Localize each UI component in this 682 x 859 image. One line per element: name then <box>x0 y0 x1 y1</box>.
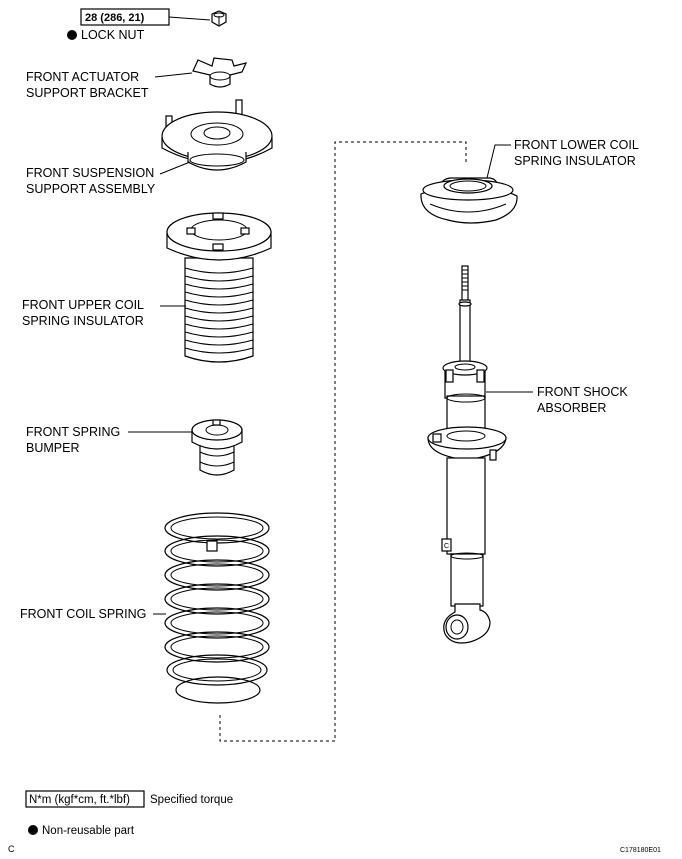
suspension-support-label-1: FRONT SUSPENSION <box>26 166 154 180</box>
coil-spring-label: FRONT COIL SPRING <box>20 607 146 621</box>
suspension-support-label-2: SUPPORT ASSEMBLY <box>26 182 156 196</box>
legend-nonreusable-text: Non-reusable part <box>42 825 135 837</box>
spring-bumper-label-1: FRONT SPRING <box>26 425 120 439</box>
legend-torque-text: Specified torque <box>150 794 233 806</box>
lower-insulator-label-2: SPRING INSULATOR <box>514 154 636 168</box>
actuator-bracket-label-1: FRONT ACTUATOR <box>26 70 139 84</box>
spring-bumper <box>191 419 243 476</box>
lower-insulator <box>420 177 518 224</box>
lower-insulator-leader <box>486 144 511 179</box>
upper-insulator-label-2: SPRING INSULATOR <box>22 314 144 328</box>
upper-insulator-label-1: FRONT UPPER COIL <box>22 298 144 312</box>
legend-nonreusable-dot <box>28 825 38 835</box>
lock-nut-label: LOCK NUT <box>81 28 145 42</box>
coil-spring <box>164 512 270 704</box>
svg-text:C: C <box>444 543 449 550</box>
nonreusable-dot <box>67 30 77 40</box>
lower-insulator-label-1: FRONT LOWER COIL <box>514 138 639 152</box>
lock-nut <box>211 10 227 27</box>
assembly-path <box>219 141 467 742</box>
legend-torque-unit: N*m (kgf*cm, ft.*lbf) <box>29 794 130 806</box>
actuator-bracket-leader <box>154 72 193 78</box>
suspension-support-leader <box>159 161 191 175</box>
legend: N*m (kgf*cm, ft.*lbf) Specified torque N… <box>25 790 233 837</box>
suspension-support <box>161 99 273 171</box>
torque-value: 28 (286, 21) <box>85 12 145 24</box>
figure-id: C178180E01 <box>620 847 661 854</box>
torque-leader <box>168 16 211 21</box>
legend-torque-box <box>25 790 145 808</box>
spring-bumper-label-2: BUMPER <box>26 441 79 455</box>
torque-callout: 28 (286, 21) <box>80 8 211 26</box>
shock-absorber: C <box>427 265 507 644</box>
shock-absorber-label-1: FRONT SHOCK <box>537 385 628 399</box>
footer-left-code: C <box>8 844 15 854</box>
shock-absorber-label-2: ABSORBER <box>537 401 606 415</box>
actuator-bracket <box>192 57 248 88</box>
actuator-bracket-label-2: SUPPORT BRACKET <box>26 86 149 100</box>
upper-insulator <box>166 212 272 363</box>
